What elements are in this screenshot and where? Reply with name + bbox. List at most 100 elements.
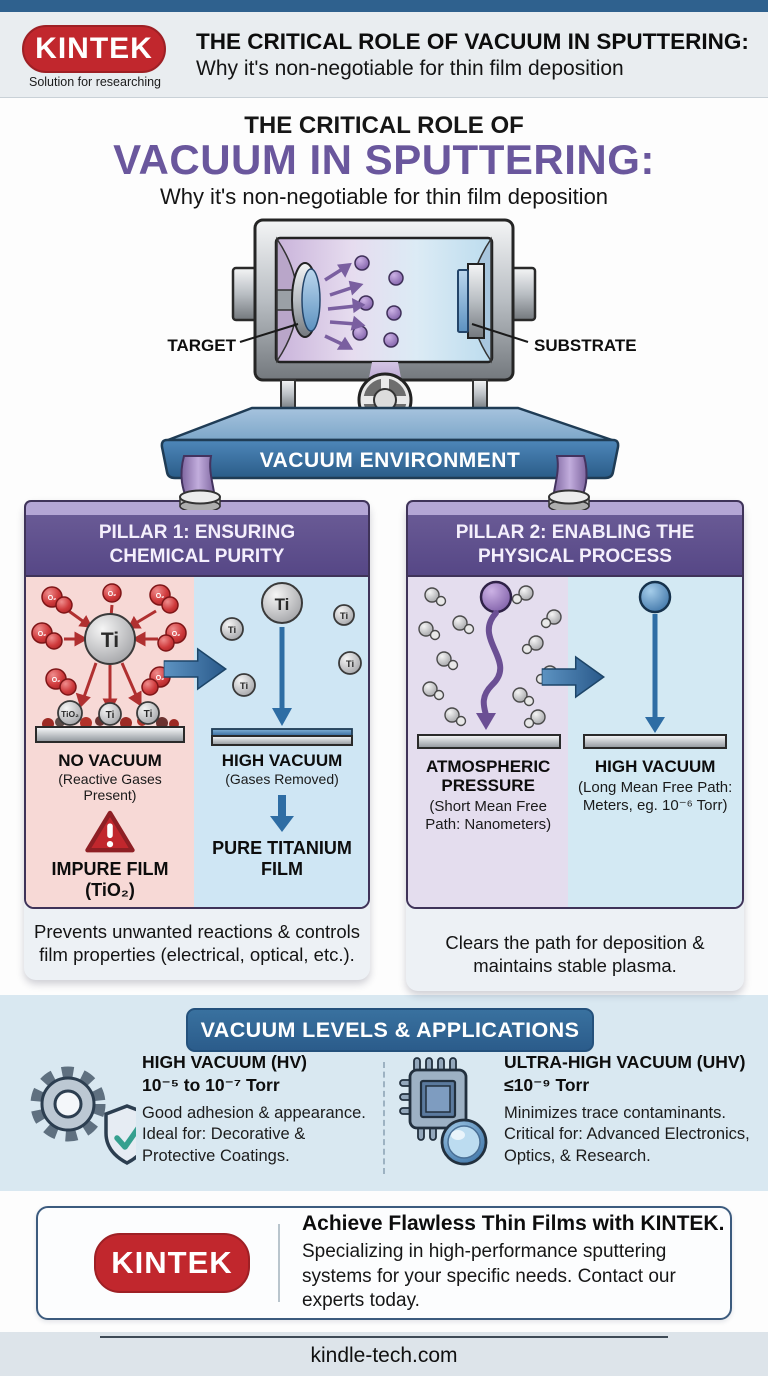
pump-valve-icon <box>357 372 413 428</box>
vacuum-levels-banner: VACUUM LEVELS & APPLICATIONS <box>186 1008 594 1052</box>
pillar-2-header: PILLAR 2: ENABLING THE PHYSICAL PROCESS <box>406 515 744 575</box>
cta-logo-text: KINTEK <box>111 1245 233 1280</box>
oxygen-molecules: O₂ O₂ O₂ O₂ O₂ O₂ O₂ <box>31 582 187 696</box>
pillar-2-bevel <box>406 500 744 515</box>
svg-text:O₂: O₂ <box>156 675 165 682</box>
pure-deposition-illustration: Ti Ti Ti Ti Ti <box>211 581 362 746</box>
hero-title: VACUUM IN SPUTTERING: <box>113 136 655 183</box>
target-face <box>301 268 321 332</box>
footer <box>0 1332 768 1376</box>
hv-desc: Good adhesion & appearance. Ideal for: D… <box>142 1103 366 1165</box>
pillar2-high-vacuum-title: HIGH VACUUM <box>594 756 716 776</box>
svg-text:Ti: Ti <box>340 611 348 622</box>
cta-box: KINTEK Achieve Flawless Thin Films with … <box>36 1206 732 1320</box>
platform-top <box>167 406 613 442</box>
svg-text:O₂: O₂ <box>172 631 181 638</box>
pure-film-label: PURE TITANIUM FILM <box>212 838 352 879</box>
pillar-2-caption: Clears the path for deposition & maintai… <box>445 931 705 977</box>
chamber-left-wall <box>276 236 299 364</box>
uhv-title: ULTRA-HIGH VACUUM (UHV) <box>504 1052 746 1072</box>
chamber-legs <box>273 379 495 418</box>
header-title: THE CRITICAL ROLE OF VACUUM IN SPUTTERIN… <box>196 29 749 54</box>
chamber-right-port <box>507 266 537 322</box>
no-vacuum-title: NO VACUUM <box>58 750 162 770</box>
particle-vacuum <box>638 580 672 613</box>
pillar-1-high-vacuum-panel: Ti Ti Ti Ti Ti HIGH VACUUM <box>194 576 368 907</box>
substrate-bar <box>417 733 562 749</box>
chamber-cavity <box>274 236 494 364</box>
svg-text:Ti: Ti <box>144 709 153 720</box>
target-mount <box>276 289 294 311</box>
pillar-2-comparison: ATMOSPHERIC PRESSURE (Short Mean Free Pa… <box>406 574 744 909</box>
footer-site-url: kindle-tech.com <box>310 1344 458 1367</box>
uhv-range: ≤10⁻⁹ Torr <box>504 1074 590 1095</box>
target-disc <box>291 262 319 338</box>
impure-film-formula: (TiO₂) <box>85 879 135 900</box>
pillar-1-caption: Prevents unwanted reactions & controls f… <box>34 920 360 966</box>
pillar-1-comparison: O₂ O₂ O₂ O₂ O₂ O₂ O₂ <box>24 574 370 909</box>
high-vacuum-title: HIGH VACUUM <box>221 750 343 770</box>
hero-kicker: THE CRITICAL ROLE OF <box>244 112 524 139</box>
cta-text-block: Achieve Flawless Thin Films with KINTEK.… <box>302 1212 730 1314</box>
contaminated-surface: TiO₂ Ti Ti <box>35 699 185 743</box>
impure-film-label: IMPURE FILM <box>51 859 169 880</box>
svg-text:Ti: Ti <box>106 710 115 721</box>
uhv-level-item: ULTRA-HIGH VACUUM (UHV) ≤10⁻⁹ Torr Minim… <box>504 1052 756 1167</box>
pillar-2-high-vacuum-panel: HIGH VACUUM (Long Mean Free Path: Meters… <box>568 576 742 907</box>
pillar2-high-vacuum-subtitle: (Long Mean Free Path: Meters, eg. 10⁻⁶ T… <box>578 778 733 814</box>
gas-molecule-clusters <box>418 584 562 728</box>
target-pointer-line <box>239 323 299 343</box>
svg-text:Ti: Ti <box>240 681 248 692</box>
scattered-path <box>480 609 504 718</box>
pillar-1-card: PILLAR 1: ENSURING CHEMICAL PURITY <box>24 500 370 980</box>
pillar-1-no-vacuum-panel: O₂ O₂ O₂ O₂ O₂ O₂ O₂ <box>26 576 194 907</box>
short-mean-free-path-illustration <box>417 580 562 749</box>
hv-level-item: HIGH VACUUM (HV) 10⁻⁵ to 10⁻⁷ Torr Good … <box>142 1052 384 1167</box>
pillar-2-card: PILLAR 2: ENABLING THE PHYSICAL PROCESS <box>406 500 744 991</box>
kintek-logo: KINTEK <box>22 25 166 73</box>
substrate-bar <box>583 733 728 749</box>
ejection-arrows <box>324 262 366 350</box>
svg-text:Ti: Ti <box>101 629 119 652</box>
left-connector-tube <box>180 455 217 501</box>
header-subtitle: Why it's non-negotiable for thin film de… <box>196 57 624 80</box>
substrate-label: SUBSTRATE <box>534 336 637 355</box>
svg-text:TiO₂: TiO₂ <box>61 709 79 719</box>
page-header: KINTEK Solution for researching THE CRIT… <box>0 12 768 98</box>
platform-label: VACUUM ENVIRONMENT <box>260 449 521 472</box>
chamber-frame <box>253 218 515 382</box>
platform-front <box>160 438 620 480</box>
high-vacuum-subtitle: (Gases Removed) <box>225 770 339 787</box>
pump-beam <box>366 362 404 394</box>
svg-text:O₂: O₂ <box>38 631 47 638</box>
down-arrow-icon <box>270 795 294 833</box>
no-vacuum-subtitle: (Reactive Gases Present) <box>58 770 162 804</box>
long-mean-free-path-illustration <box>583 580 728 749</box>
substrate-pointer-line <box>471 323 529 343</box>
particle-atmospheric <box>479 580 513 613</box>
hv-range: 10⁻⁵ to 10⁻⁷ Torr <box>142 1074 280 1095</box>
target-label: TARGET <box>167 336 236 355</box>
uhv-desc: Minimizes trace contaminants. Critical f… <box>504 1103 750 1165</box>
substrate-plate <box>457 269 469 333</box>
svg-text:O₂: O₂ <box>48 595 57 602</box>
pillar-1-bevel <box>24 500 370 515</box>
atmospheric-subtitle: (Short Mean Free Path: Nanometers) <box>425 797 552 833</box>
svg-text:O₂: O₂ <box>156 593 165 600</box>
kintek-logo-text: KINTEK <box>35 32 153 65</box>
svg-text:Ti: Ti <box>228 625 236 636</box>
chip-lens-icon <box>399 1057 488 1166</box>
transition-arrow-icon <box>541 655 606 698</box>
svg-text:Ti: Ti <box>346 659 354 670</box>
svg-text:Ti: Ti <box>275 595 290 614</box>
sputtering-chamber-diagram: VACUUM ENVIRONMENT <box>160 218 620 510</box>
logo-tagline: Solution for researching <box>28 75 162 89</box>
chamber-left-port <box>231 266 261 322</box>
substrate-holder <box>467 263 485 339</box>
svg-text:O₂: O₂ <box>108 591 117 598</box>
atmospheric-title: ATMOSPHERIC PRESSURE <box>425 756 551 796</box>
footer-rule <box>100 1336 668 1338</box>
pillar-1-header: PILLAR 1: ENSURING CHEMICAL PURITY <box>24 515 370 575</box>
titanium-atom <box>84 612 136 665</box>
